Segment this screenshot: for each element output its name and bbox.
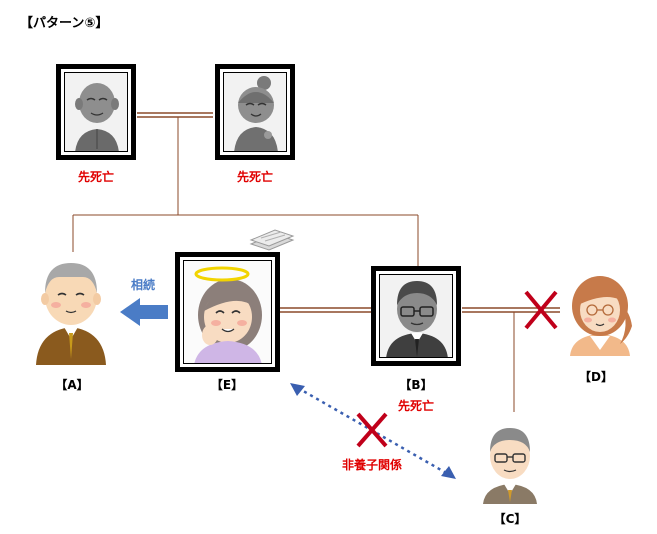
arrowhead-e	[290, 383, 305, 396]
inheritance-arrow	[120, 298, 168, 326]
relation-label: 非養子関係	[342, 458, 403, 472]
grandmother-figure	[224, 73, 286, 151]
person-b-figure	[380, 275, 452, 357]
arrowhead-c	[441, 466, 456, 479]
grandfather-figure	[65, 73, 127, 151]
label-c: 【C】	[493, 512, 527, 526]
label-d: 【D】	[579, 370, 613, 384]
person-a-figure	[36, 263, 106, 365]
b-status: 先死亡	[397, 399, 434, 413]
portrait-grandmother	[215, 64, 295, 160]
page-title: 【パターン⑤】	[20, 16, 109, 31]
inheritance-label: 相続	[131, 278, 156, 292]
portrait-b	[371, 266, 461, 366]
grandmother-status: 先死亡	[236, 170, 273, 184]
cross-mark-bd	[524, 290, 558, 330]
person-c-figure	[483, 428, 537, 504]
person-e-figure	[184, 261, 271, 363]
label-b: 【B】	[399, 378, 433, 392]
person-d-figure	[570, 276, 632, 356]
money-stack-icon	[249, 229, 295, 251]
grandfather-status: 先死亡	[77, 170, 114, 184]
label-a: 【A】	[55, 378, 89, 392]
label-e: 【E】	[210, 378, 244, 392]
cross-mark-ec	[356, 412, 388, 448]
halo-icon	[194, 266, 250, 282]
portrait-e	[175, 252, 280, 372]
portrait-grandfather	[56, 64, 136, 160]
